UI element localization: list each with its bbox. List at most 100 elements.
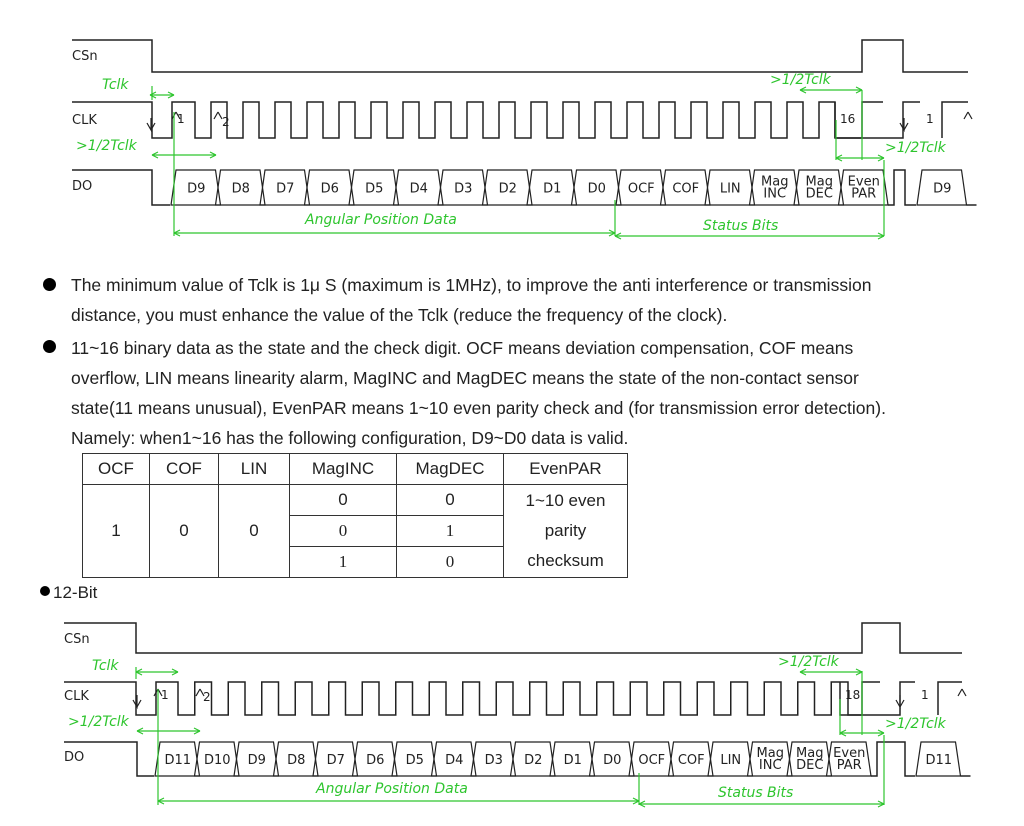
evenpar-line: parity [544,521,587,540]
arrow-icon [136,727,201,735]
data-cell-label: D2 [499,182,517,197]
data-cell-label: DEC [796,758,823,773]
annotations [149,86,885,240]
arrow-icon [146,118,156,133]
do-trace [64,741,154,777]
csn-waveform [72,39,968,73]
cell-lin: 0 [218,484,290,578]
arrow-icon [638,800,885,808]
data-cell-label: Even [848,175,880,190]
do-trace [72,169,170,206]
cell-magdec: 1 [396,515,504,547]
data-cell-label: D8 [287,753,305,768]
clk-trace [941,101,968,138]
clk-trace [72,101,920,139]
data-cell-label: COF [672,182,699,197]
table-row: 1 0 0 0 0 1~10 even parity checksum [82,484,628,578]
evenpar-line: checksum [527,551,604,570]
arrow-icon [839,729,885,737]
paragraph-tclk: The minimum value of Tclk is 1μ S (maxim… [71,270,1024,330]
data-cell-label: D9 [248,753,266,768]
data-cell-label: D0 [603,753,621,768]
header-cof: COF [149,453,219,485]
do-label: DO [64,750,84,765]
data-cell-label: Mag [806,175,833,190]
tclk-label: Tclk [92,658,119,674]
arrow-icon [149,91,175,99]
cell-ocf: 1 [82,484,150,578]
data-cell-label: D11 [164,753,191,768]
half-tclk-label-right: >1/2Tclk [885,140,947,156]
data-cell [837,169,889,206]
csn-label: CSn [64,632,90,647]
arrow-icon [957,688,967,697]
table-row: 1 0 [83,546,628,578]
data-cell-label: D5 [406,753,424,768]
arrow-icon [899,118,909,133]
arrow-icon [799,668,863,676]
do-label: DO [72,179,92,194]
clk-number-next: 1 [921,688,929,702]
annotations [135,667,885,808]
text-line: overflow, LIN means linearity alarm, Mag… [71,368,859,388]
text-line: 11~16 binary data as the state and the c… [71,338,854,358]
clk-waveform [72,101,973,139]
data-cell-label: D6 [321,182,339,197]
clk-number-18: 18 [845,688,860,702]
arrow-icon [799,86,863,94]
cell-maginc: 0 [289,484,397,516]
data-cell-label: Even [833,746,865,761]
data-cell [916,169,968,206]
data-cell-label: D0 [588,182,606,197]
arrow-icon [135,668,179,676]
text-line: distance, you must enhance the value of … [71,305,728,325]
data-cell-label: Mag [761,175,788,190]
arrow-icon [153,688,163,697]
data-cell-label: D1 [543,182,561,197]
data-cell-label: D5 [365,182,383,197]
csn-label: CSn [72,49,98,64]
arrow-icon [213,111,223,120]
signal-labels: CSn CLK DO [64,632,90,765]
status-bits-label: Status Bits [703,218,778,234]
data-cell-label: DEC [806,187,833,202]
data-cell-label: Mag [796,746,823,761]
table-row: 0 1 [83,515,628,547]
data-cell-label: D6 [366,753,384,768]
data-cell-label: D9 [187,182,205,197]
cell-magdec: 0 [396,484,504,516]
half-tclk-label-right: >1/2Tclk [885,716,947,732]
data-cell-label: INC [759,758,782,773]
data-cell [825,741,872,777]
clk-trace [937,681,962,715]
section-heading-12bit: 12-Bit [40,583,97,603]
arrow-icon [895,695,905,710]
data-cell-label: INC [763,187,786,202]
csn-waveform [64,622,962,654]
do-trace [888,169,916,206]
half-tclk-label-top: >1/2Tclk [770,72,832,88]
data-cell-label: PAR [837,758,862,773]
data-cell-label: D2 [524,753,542,768]
do-trace [871,741,915,777]
clk-number-2: 2 [203,690,211,704]
data-cell-label: D8 [232,182,250,197]
clk-label: CLK [72,113,97,128]
data-cell [915,741,962,777]
clk-waveform [64,681,967,716]
clk-number-2: 2 [222,115,230,129]
bullet [43,340,56,353]
arrow-icon [151,151,217,159]
data-cell-label: PAR [851,187,876,202]
text-line: The minimum value of Tclk is 1μ S (maxim… [71,275,872,295]
data-cell-label: D4 [410,182,428,197]
evenpar-line: 1~10 even [525,491,606,510]
paragraph-status-bits: 11~16 binary data as the state and the c… [71,333,1024,453]
arrow-icon [195,688,205,697]
data-cell-label: D7 [276,182,294,197]
cell-magdec: 0 [396,546,504,578]
header-maginc: MagINC [289,453,397,485]
